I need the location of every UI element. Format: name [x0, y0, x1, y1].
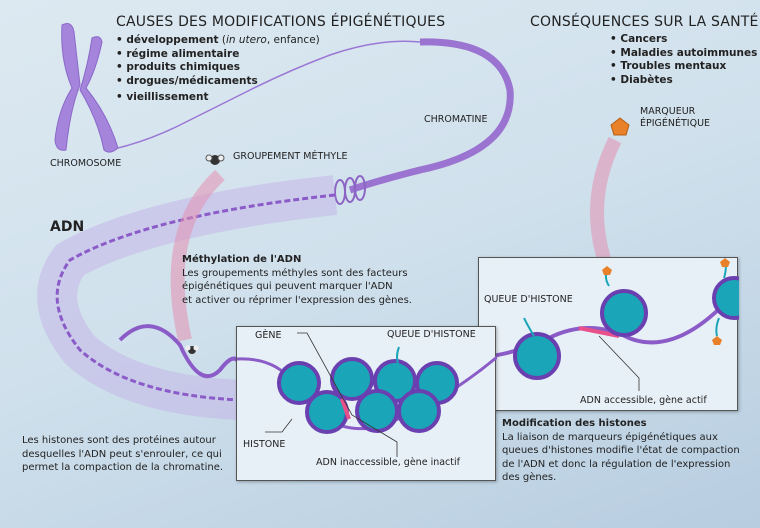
methylation-arrow [170, 169, 225, 342]
histone-modification-line: queues d'histones modifie l'état de comp… [502, 445, 740, 456]
histone-modification-line: des gènes. [502, 472, 557, 483]
histone-tail-label-right: QUEUE D'HISTONE [484, 294, 573, 305]
cause-item: développement (in utero, enfance) [116, 34, 320, 48]
dna-helix-strand [118, 324, 242, 379]
methylation-title: Méthylation de l'ADN [182, 254, 302, 265]
methylation-line: Les groupements méthyles sont des facteu… [182, 267, 408, 279]
methyl-on-dna-icon [185, 345, 199, 354]
histone-modification-line: de l'ADN et donc la régulation de l'expr… [502, 458, 731, 470]
cause-extra-italic: in utero [225, 34, 267, 46]
histones-note-line: desquelles l'ADN peut s'enrouler, ce qui [22, 448, 222, 460]
consequences-title: CONSÉQUENCES SUR LA SANTÉ [530, 14, 759, 30]
accessible-dna-inset: QUEUE D'HISTONE ADN accessible, gène act… [478, 257, 756, 411]
inaccessible-dna-inset: GÈNE QUEUE D'HISTONE HISTONE ADN inacces… [236, 326, 498, 481]
chromatine-label: CHROMATINE [424, 114, 488, 125]
cause-item: régime alimentaire [116, 48, 320, 62]
histone-modification-line: La liaison de marqueurs épigénétiques au… [502, 431, 718, 443]
histones-note-line: Les histones sont des protéines autour [22, 435, 216, 446]
histones-note: Les histones sont des protéines autour d… [22, 434, 223, 475]
epigenetic-marker-icon [610, 117, 630, 136]
cause-item: produits chimiques [116, 61, 320, 75]
consequences-list: Cancers Maladies autoimmunes Troubles me… [610, 33, 757, 87]
cause-item: drogues/médicaments [116, 75, 320, 89]
compact-chromatin-illustration [236, 332, 498, 457]
consequence-item: Troubles mentaux [610, 60, 757, 74]
chromatin-fiber [348, 38, 514, 194]
open-chromatin-illustration [478, 258, 756, 391]
methyl-group-label: GROUPEMENT MÉTHYLE [233, 151, 348, 162]
gene-label: GÈNE [255, 330, 282, 341]
histone-label: HISTONE [243, 439, 286, 450]
consequence-item: Cancers [610, 33, 757, 47]
methyl-group-icon [205, 154, 225, 165]
histone-modification-text: Modification des histones La liaison de … [502, 417, 740, 485]
cause-extra: , enfance) [266, 34, 320, 46]
chromosome-label: CHROMOSOME [50, 158, 122, 169]
marker-label-line: ÉPIGÉNÉTIQUE [640, 118, 711, 129]
marker-label-line: MARQUEUR [640, 106, 696, 117]
consequence-item: Diabètes [610, 74, 757, 88]
cause-text: développement [126, 34, 219, 46]
adn-label: ADN [50, 219, 85, 235]
accessible-label: ADN accessible, gène actif [580, 395, 707, 406]
consequence-item: Maladies autoimmunes [610, 47, 757, 61]
methylation-text: Méthylation de l'ADN Les groupements mét… [182, 253, 412, 307]
causes-title: CAUSES DES MODIFICATIONS ÉPIGÉNÉTIQUES [116, 14, 446, 30]
chromatin-coil [334, 175, 366, 205]
histone-modification-title: Modification des histones [502, 418, 647, 429]
dna-helix [55, 193, 336, 402]
marker-arrow [590, 136, 622, 265]
histones-note-line: permet la compaction de la chromatine. [22, 462, 224, 473]
chromosome-icon [54, 23, 119, 153]
cause-item: vieillissement [116, 91, 320, 105]
causes-list: développement (in utero, enfance) régime… [116, 34, 320, 105]
inaccessible-label: ADN inaccessible, gène inactif [316, 457, 460, 468]
histone-tail-label-left: QUEUE D'HISTONE [387, 329, 476, 340]
methylation-line: épigénétiques qui peuvent marquer l'ADN [182, 281, 393, 292]
methylation-line: et activer ou réprimer l'expression des … [182, 294, 412, 306]
